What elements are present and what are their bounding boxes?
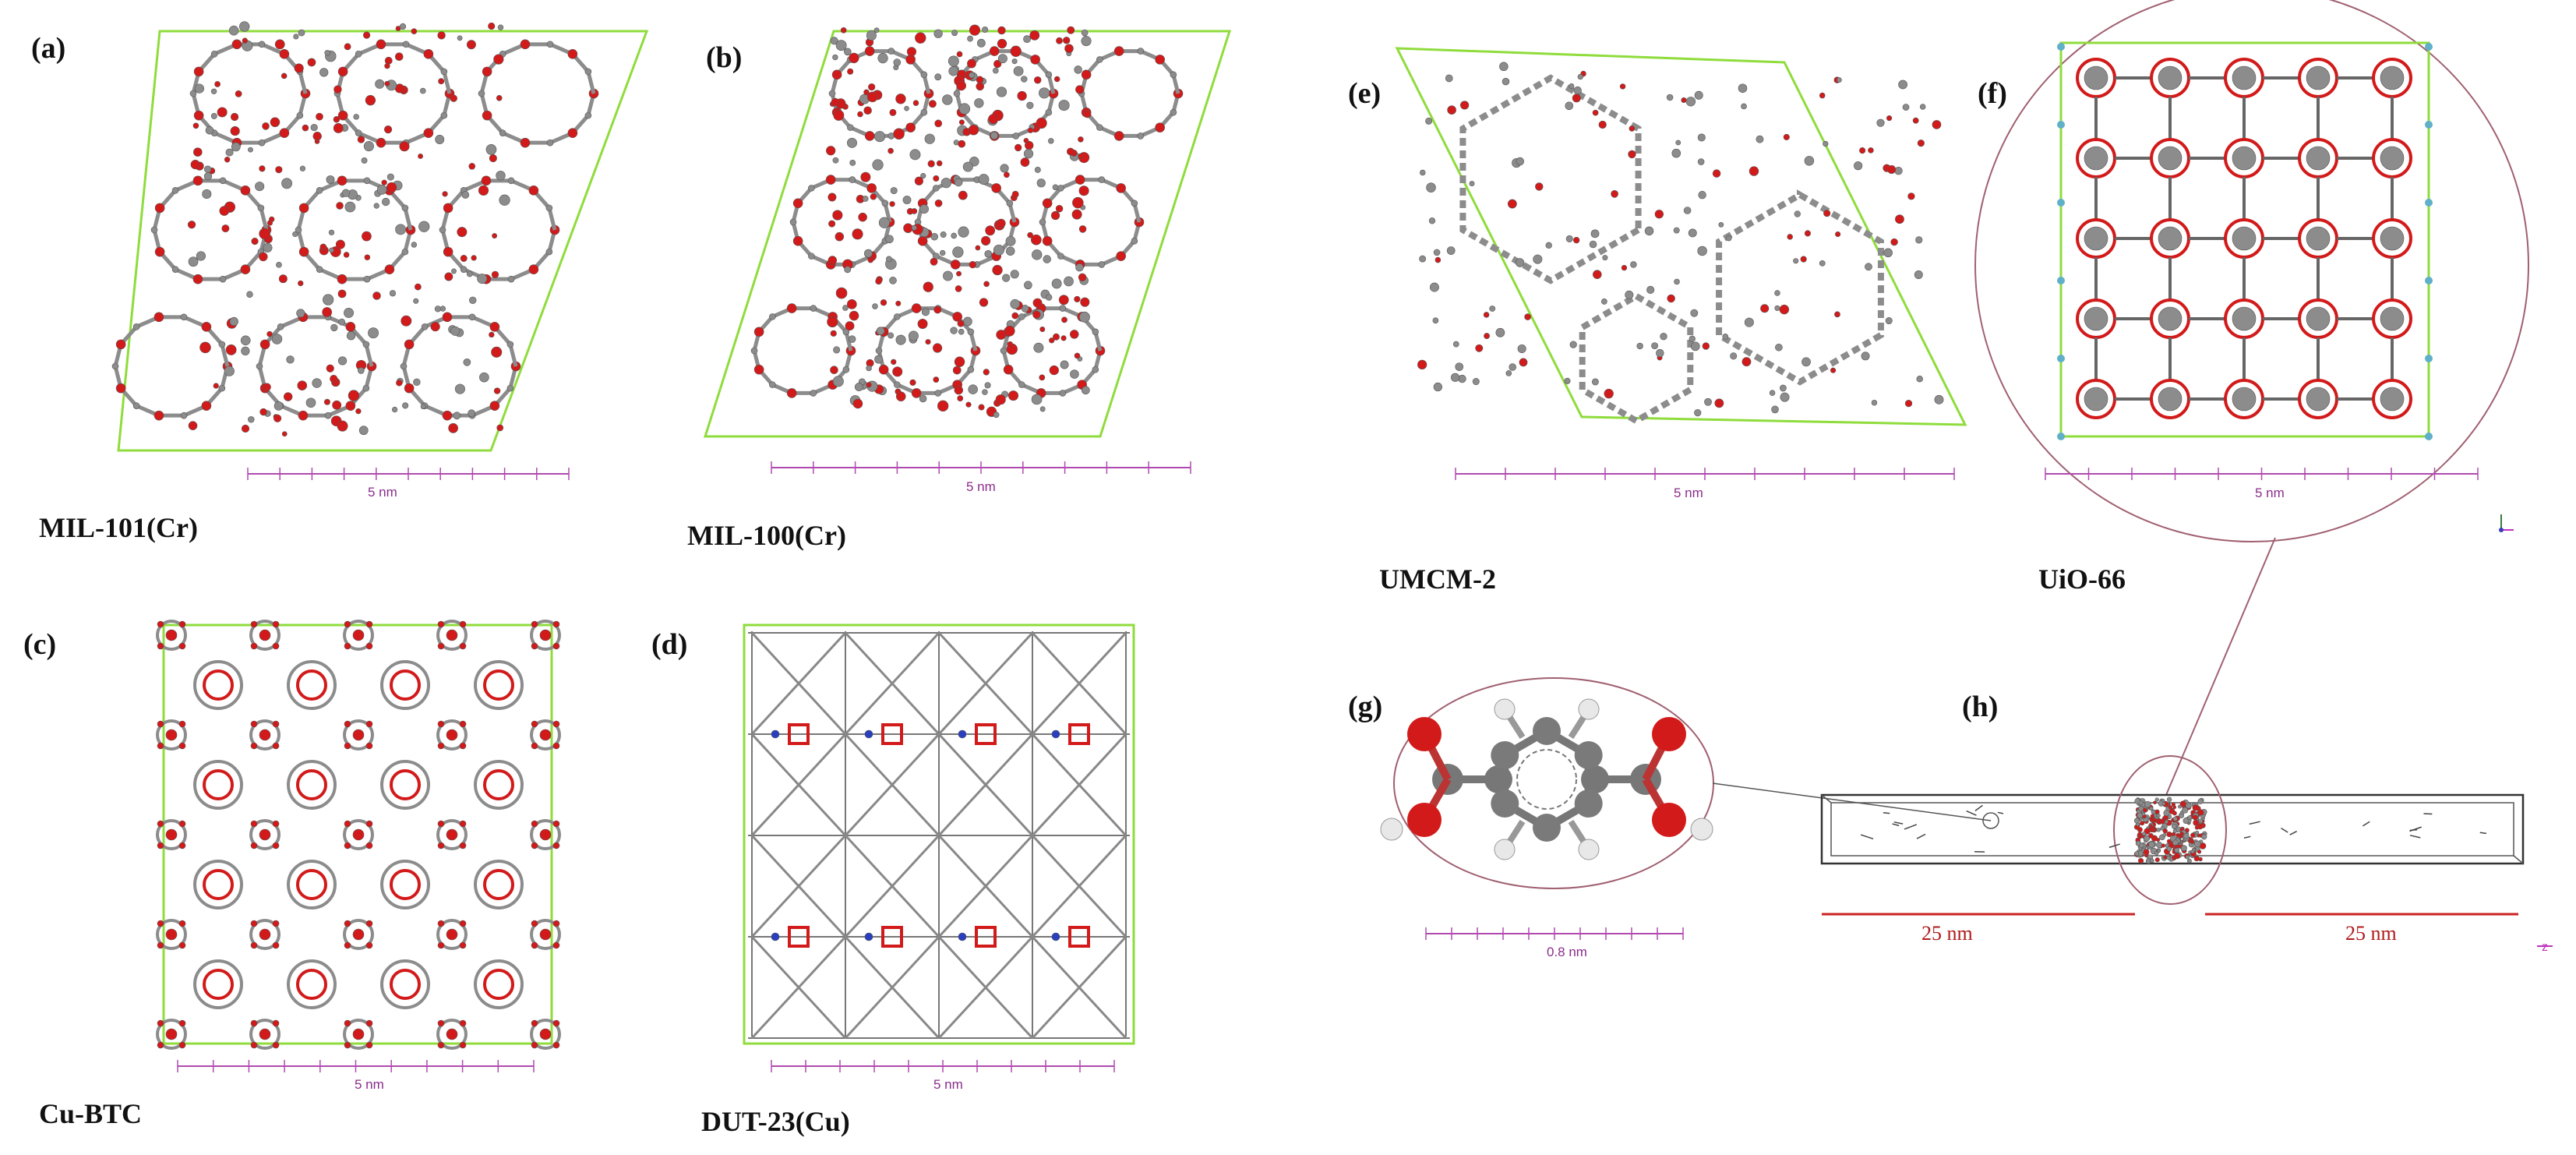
panel-label-e: (e) [1348,77,1382,110]
unit-cell-b [703,30,1232,438]
mof-name-umcm-2: UMCM-2 [1379,563,1496,595]
panel-label-b: (b) [706,41,743,74]
axis-z-label: z [2542,941,2548,954]
panel-label-d: (d) [651,628,688,661]
structure-umcm-2 [1395,47,1967,426]
unit-cell-f [2059,41,2430,438]
structure-linker-g [1380,677,1992,889]
scale-label-a: 5 nm [368,485,397,500]
mof-name-mil-100: MIL-100(Cr) [687,520,846,551]
panel-label-g: (g) [1348,691,1383,723]
panel-label-a: (a) [31,32,66,65]
mof-name-cu-btc: Cu-BTC [39,1098,143,1129]
zoom-ellipse-h [2113,755,2227,905]
panel-label-c: (c) [23,628,57,661]
mof-name-dut-23: DUT-23(Cu) [701,1106,850,1137]
scale-label-g: 0.8 nm [1547,945,1587,959]
scale-label-b: 5 nm [966,479,996,494]
unit-cell-e [1395,47,1967,426]
scale-label-e: 5 nm [1674,486,1703,500]
structure-cu-btc [156,620,561,1050]
scale-label-f: 5 nm [2255,486,2285,500]
structure-uio-66 [1974,0,2529,542]
scale-label-h-left: 25 nm [1921,922,1973,945]
structure-mil-100 [703,24,1232,438]
unit-cell-c [162,623,553,1045]
scale-label-h-right: 25 nm [2345,922,2397,945]
scale-bars [177,461,2479,1072]
panel-label-h: (h) [1962,691,1999,723]
structure-mil-101 [111,21,649,452]
structure-dut-23 [743,623,1135,1045]
connector-g-h [1712,782,1992,821]
structure-box-h [1820,537,2525,905]
axis-triad-f [2499,514,2514,532]
panel-label-f: (f) [1978,77,2007,110]
mof-name-mil-101: MIL-101(Cr) [39,512,198,543]
scale-label-d: 5 nm [933,1077,963,1092]
unit-cell-a [117,30,649,452]
scale-label-c: 5 nm [355,1077,384,1092]
box-outer-h [1820,793,2525,865]
unit-cell-d [743,623,1135,1045]
zoom-circle-f [1974,0,2529,542]
mof-name-uio-66: UiO-66 [2038,563,2126,595]
connector-f-h [2165,537,2276,796]
